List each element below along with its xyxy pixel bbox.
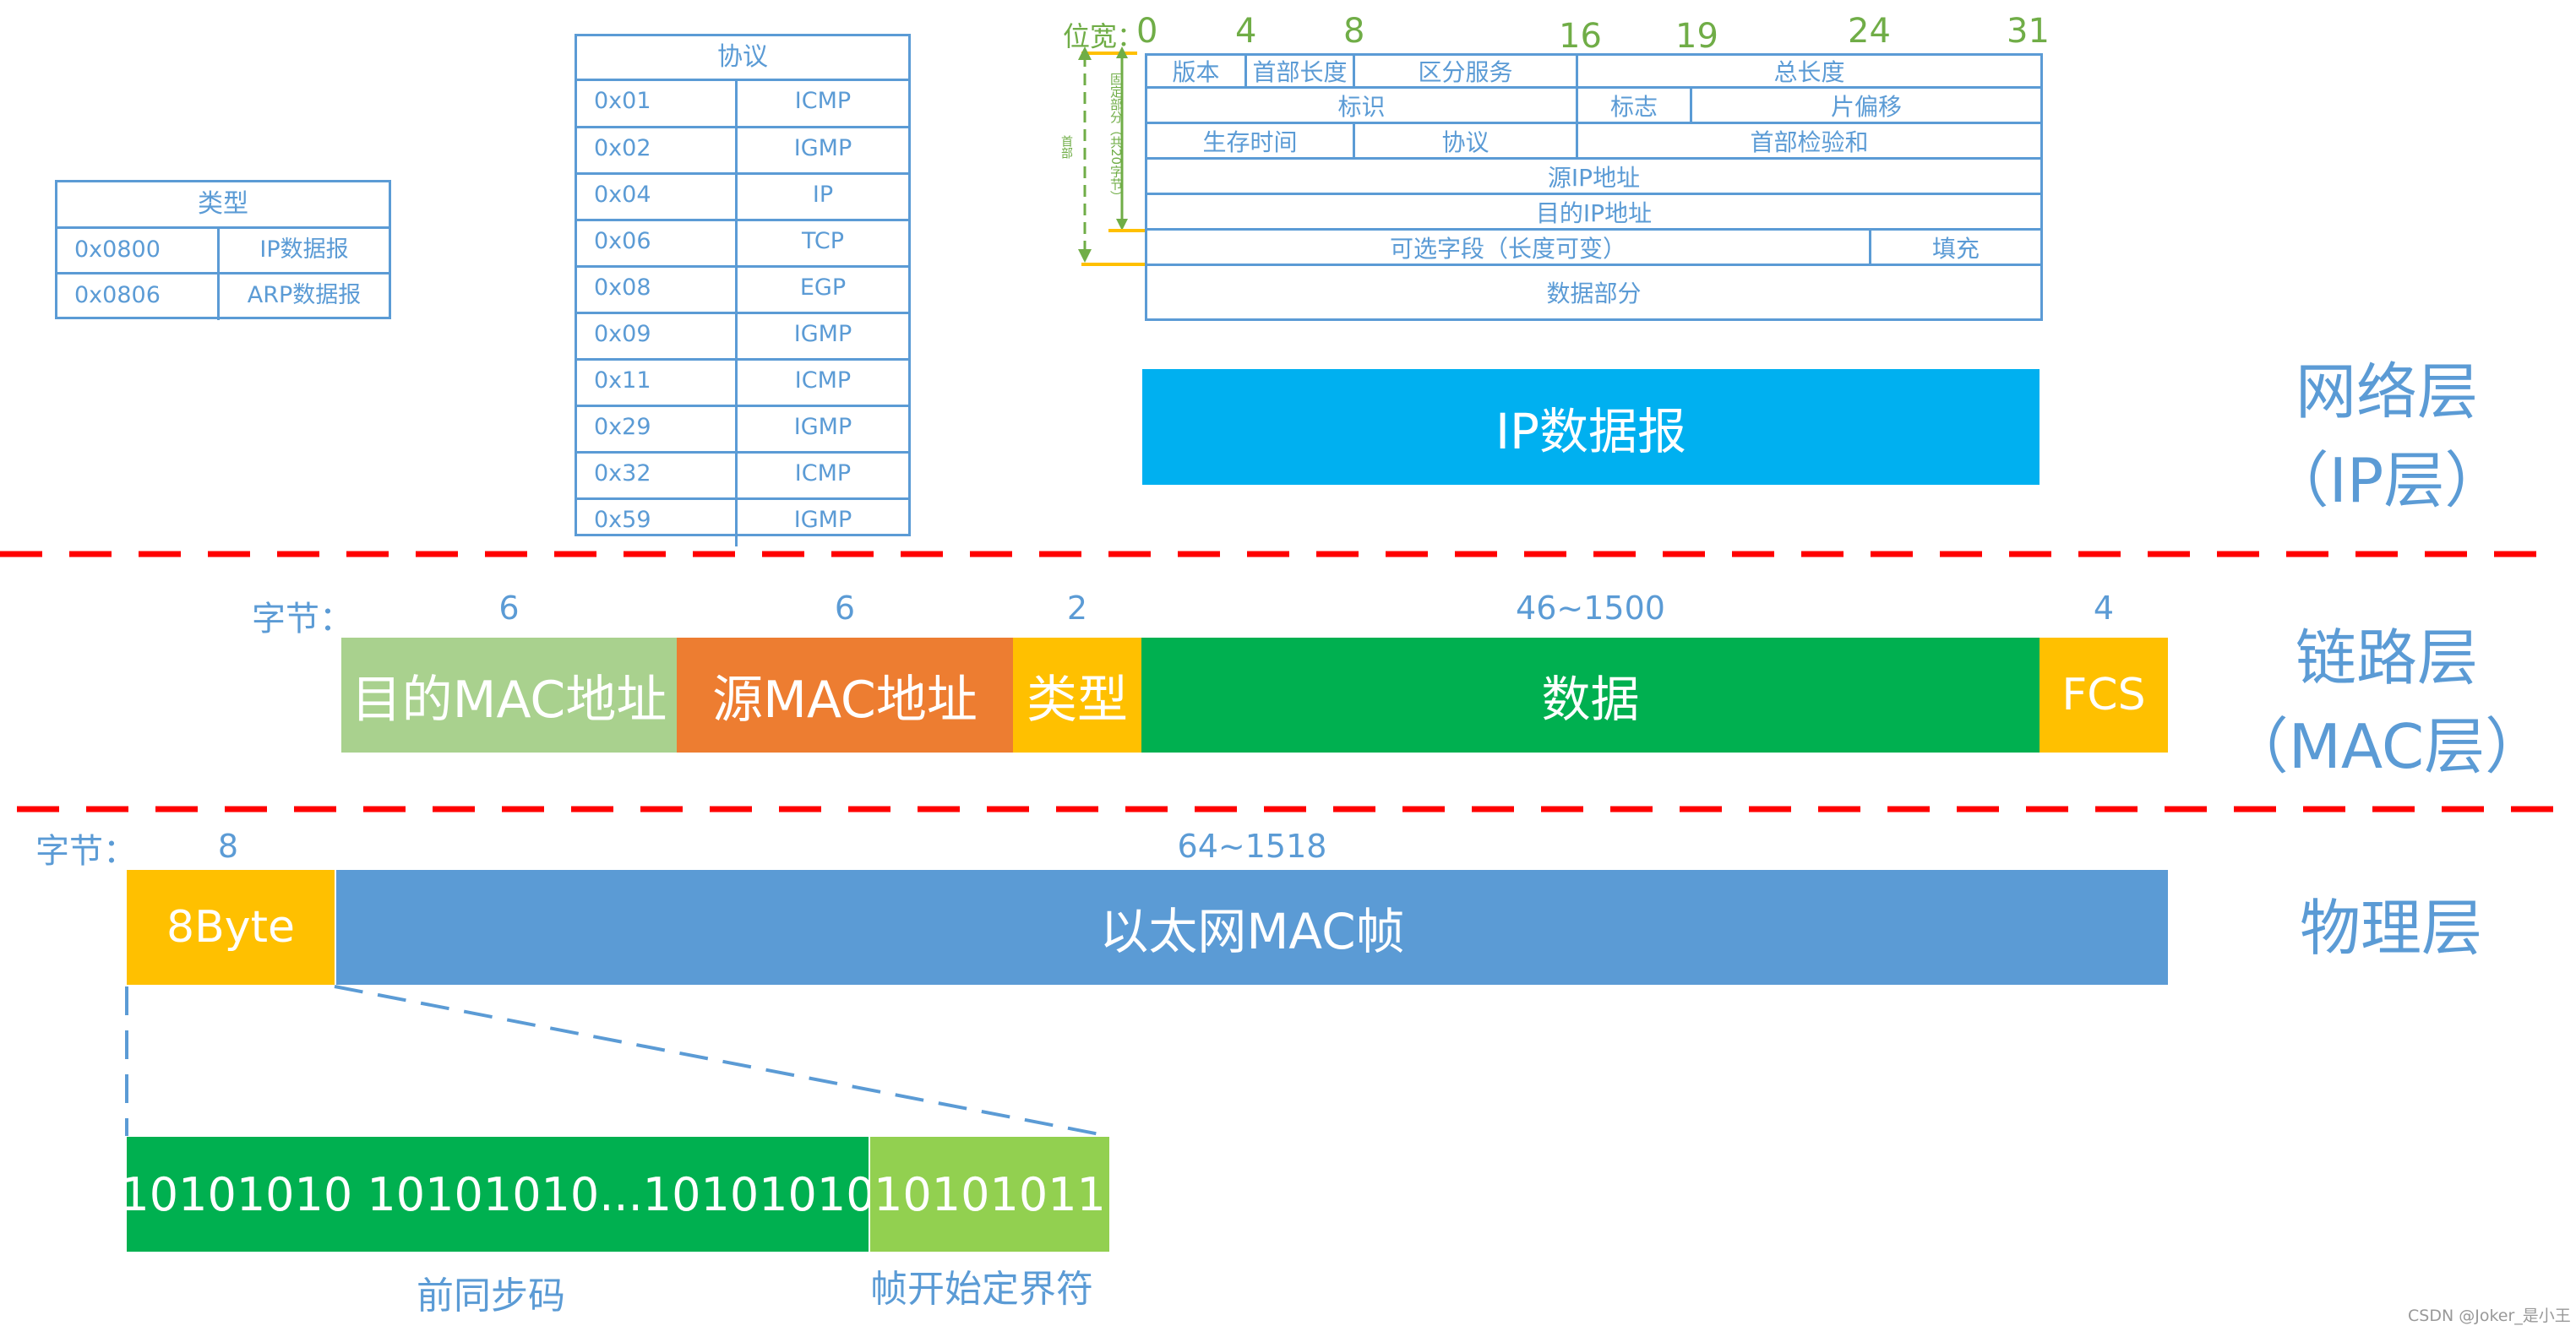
table-row: 0x59 IGMP	[577, 500, 908, 546]
table-row: 0x29 IGMP	[577, 407, 908, 454]
protocol-name: TCP	[801, 228, 845, 254]
frame-size: 64~1518	[1177, 828, 1327, 865]
network-link-separator	[0, 551, 2543, 557]
ip-datagram-block: IP数据报	[1142, 369, 2040, 485]
protocol-name: ICMP	[794, 367, 852, 394]
mac-field-size: 6	[834, 590, 856, 627]
protocol-code: 0x01	[577, 81, 738, 126]
sfd-caption: 帧开始定界符	[870, 1268, 1093, 1311]
fixed-part-label: 固定部分（共20字节）	[1108, 73, 1124, 204]
fragment-offset-cell: 片偏移	[1690, 86, 2043, 124]
header-side-label: 首部	[1059, 135, 1073, 159]
checksum-cell: 首部检验和	[1576, 122, 2043, 160]
bit-number: 19	[1675, 17, 1718, 56]
bit-number: 0	[1136, 12, 1158, 51]
protocol-name: ICMP	[794, 88, 852, 114]
link-bytes-label: 字节：	[252, 600, 353, 639]
protocol-code: 0x32	[577, 454, 738, 497]
mac-field-block: 目的MAC地址	[341, 638, 677, 753]
protocol-code: 0x59	[577, 500, 738, 546]
header-length-cell: 首部长度	[1244, 53, 1355, 89]
link-physical-separator	[17, 806, 2560, 812]
type-name: ARP数据报	[247, 282, 362, 308]
protocol-name: IGMP	[793, 507, 852, 533]
bit-number: 8	[1343, 12, 1365, 51]
protocol-name: IGMP	[793, 135, 852, 161]
flags-cell: 标志	[1576, 86, 1692, 124]
table-row: 0x09 IGMP	[577, 314, 908, 361]
protocol-code: 0x29	[577, 407, 738, 451]
table-row: 0x11 ICMP	[577, 361, 908, 407]
mac-field-block: 数据	[1141, 638, 2040, 753]
version-cell: 版本	[1145, 53, 1247, 89]
protocol-name: IGMP	[793, 414, 852, 440]
data-part-cell: 数据部分	[1145, 264, 2043, 321]
physical-layer-title: 物理层	[2299, 893, 2482, 964]
src-ip-cell: 源IP地址	[1145, 157, 2043, 195]
link-layer-subtitle: （MAC层）	[2227, 711, 2546, 782]
watermark: CSDN @Joker_是小王	[2408, 1307, 2571, 1325]
mac-field-block: 源MAC地址	[677, 638, 1013, 753]
padding-cell: 填充	[1869, 228, 2043, 266]
preamble-bits-block: 10101010 10101010...10101010	[120, 1137, 875, 1252]
identification-cell: 标识	[1145, 86, 1578, 124]
type-name: IP数据报	[259, 236, 349, 263]
physical-bytes-label: 字节：	[35, 832, 137, 871]
options-cell: 可选字段（长度可变）	[1145, 228, 1871, 266]
protocol-code: 0x11	[577, 361, 738, 405]
mac-field-size: 6	[498, 590, 520, 627]
mac-field-block: FCS	[2040, 638, 2168, 753]
network-layer-subtitle: （IP层）	[2268, 445, 2506, 516]
mac-field-size: 2	[1066, 590, 1088, 627]
protocol-name: IGMP	[793, 321, 852, 347]
header-bracket	[1078, 46, 1146, 266]
protocol-code: 0x04	[577, 175, 738, 219]
bit-width-label: 位宽：	[1063, 20, 1145, 52]
type-code: 0x0800	[57, 229, 220, 272]
preamble-caption: 前同步码	[417, 1274, 565, 1318]
table-row: 0x0800 IP数据报	[57, 229, 389, 274]
mac-field-block: 类型	[1013, 638, 1141, 753]
ethernet-frame-block: 以太网MAC帧	[336, 870, 2168, 985]
service-cell: 区分服务	[1353, 53, 1578, 89]
type-table: 类型 0x0800 IP数据报 0x0806 ARP数据报	[55, 180, 391, 320]
dst-ip-cell: 目的IP地址	[1145, 193, 2043, 231]
protocol-cell: 协议	[1353, 122, 1578, 160]
protocol-name: ICMP	[794, 460, 852, 486]
ttl-cell: 生存时间	[1145, 122, 1355, 160]
bit-number: 24	[1848, 12, 1891, 51]
bit-number: 31	[2007, 12, 2050, 51]
protocol-code: 0x09	[577, 314, 738, 358]
sfd-bits-block: 10101011	[870, 1137, 1109, 1252]
type-code: 0x0806	[57, 274, 220, 320]
mac-field-size: 46~1500	[1516, 590, 1665, 627]
table-row: 0x06 TCP	[577, 221, 908, 268]
table-row: 0x0806 ARP数据报	[57, 274, 389, 320]
type-table-header: 类型	[57, 182, 389, 229]
table-row: 0x32 ICMP	[577, 454, 908, 500]
mac-field-size: 4	[2093, 590, 2115, 627]
table-row: 0x08 EGP	[577, 268, 908, 314]
network-layer-title: 网络层	[2295, 356, 2478, 427]
zoom-lines	[125, 985, 1109, 1138]
protocol-table-header: 协议	[577, 36, 908, 81]
bit-number: 16	[1559, 17, 1602, 56]
bit-number: 4	[1235, 12, 1257, 51]
preamble-block: 8Byte	[127, 870, 335, 985]
table-row: 0x01 ICMP	[577, 81, 908, 128]
total-length-cell: 总长度	[1576, 53, 2043, 89]
table-row: 0x04 IP	[577, 175, 908, 221]
protocol-code: 0x02	[577, 128, 738, 172]
protocol-code: 0x08	[577, 268, 738, 312]
protocol-code: 0x06	[577, 221, 738, 265]
protocol-name: EGP	[799, 274, 847, 301]
link-layer-title: 链路层	[2295, 622, 2478, 693]
preamble-size: 8	[217, 828, 239, 865]
protocol-name: IP	[812, 182, 834, 208]
table-row: 0x02 IGMP	[577, 128, 908, 175]
